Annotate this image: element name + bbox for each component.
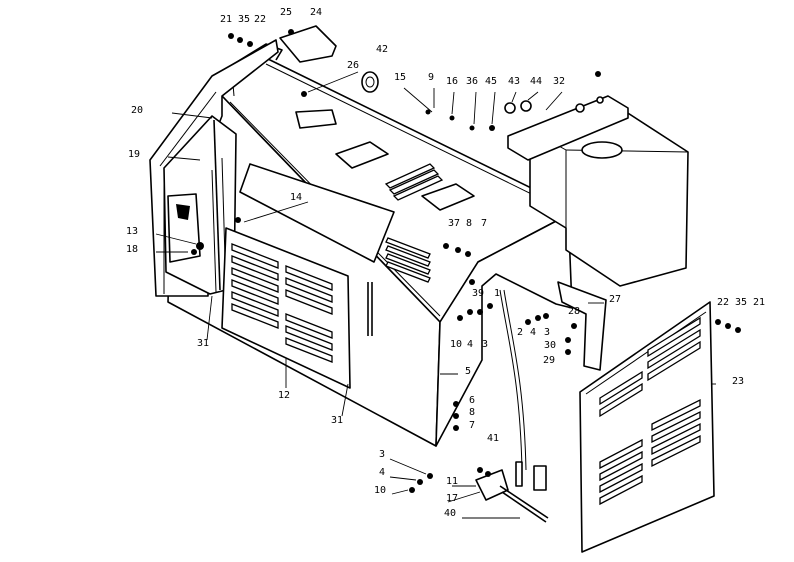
part-label-p14: 14 bbox=[290, 192, 302, 203]
part-label-p5: 5 bbox=[465, 366, 471, 377]
side-panel-louvers-top bbox=[599, 316, 701, 418]
part-label-p28: 28 bbox=[568, 306, 580, 317]
front-window bbox=[239, 163, 395, 263]
fuel-tank bbox=[507, 95, 689, 287]
latch-assembly bbox=[475, 461, 549, 523]
part-label-p9a: 9 bbox=[428, 72, 434, 83]
latch-bracket bbox=[475, 469, 509, 501]
part-label-p4c: 4 bbox=[379, 467, 385, 478]
door-louvers-left bbox=[231, 243, 279, 329]
part-label-p41: 41 bbox=[487, 433, 499, 444]
left-panel-vent bbox=[167, 193, 201, 263]
front-louvered-door bbox=[221, 227, 351, 389]
part-label-p8b: 8 bbox=[469, 407, 475, 418]
top-opening-right bbox=[421, 183, 475, 211]
tank-bracket bbox=[507, 95, 629, 161]
part-label-p3a: 3 bbox=[544, 327, 550, 338]
part-label-p25: 25 bbox=[280, 7, 292, 18]
cover-plate-24 bbox=[279, 25, 337, 63]
part-label-p35b: 35 bbox=[735, 297, 747, 308]
tank-body bbox=[529, 107, 689, 287]
latch-rod bbox=[499, 485, 549, 519]
part-label-p15: 15 bbox=[394, 72, 406, 83]
part-label-p27: 27 bbox=[609, 294, 621, 305]
part-label-p21b: 21 bbox=[753, 297, 765, 308]
part-label-p21a: 21 bbox=[220, 14, 232, 25]
part-label-p31a: 31 bbox=[197, 338, 209, 349]
grommet-42 bbox=[361, 71, 379, 93]
part-label-p18: 18 bbox=[126, 244, 138, 255]
front-small-louvers bbox=[385, 237, 431, 283]
part-label-p3b: 3 bbox=[482, 339, 488, 350]
part-label-p37: 37 bbox=[448, 218, 460, 229]
hardware bbox=[191, 29, 741, 493]
part-label-p24: 24 bbox=[310, 7, 322, 18]
side-panel-23 bbox=[579, 301, 715, 553]
part-label-p10a: 10 bbox=[450, 339, 462, 350]
part-label-p35a: 35 bbox=[238, 14, 250, 25]
tank-cap bbox=[581, 141, 623, 159]
part-label-p43: 43 bbox=[508, 76, 520, 87]
part-label-p3c: 3 bbox=[379, 449, 385, 460]
top-louvers bbox=[384, 163, 444, 201]
part-label-p30: 30 bbox=[544, 340, 556, 351]
part-label-p19: 19 bbox=[128, 149, 140, 160]
part-label-p1: 1 bbox=[494, 288, 500, 299]
part-label-p23: 23 bbox=[732, 376, 744, 387]
side-panel-louvers-bottom bbox=[599, 398, 701, 506]
part-label-p7a: 7 bbox=[481, 218, 487, 229]
part-label-p39: 39 bbox=[472, 288, 484, 299]
part-label-p32: 32 bbox=[553, 76, 565, 87]
part-label-p11: 11 bbox=[446, 476, 458, 487]
part-label-p13: 13 bbox=[126, 226, 138, 237]
part-label-p42: 42 bbox=[376, 44, 388, 55]
part-label-p10b: 10 bbox=[374, 485, 386, 496]
part-label-p4b: 4 bbox=[467, 339, 473, 350]
part-label-p40: 40 bbox=[444, 508, 456, 519]
part-label-p36: 36 bbox=[466, 76, 478, 87]
part-label-p12: 12 bbox=[278, 390, 290, 401]
top-opening-center bbox=[335, 141, 389, 169]
part-label-p2: 2 bbox=[517, 327, 523, 338]
part-label-p6: 6 bbox=[469, 395, 475, 406]
part-label-p16: 16 bbox=[446, 76, 458, 87]
part-label-p8a: 8 bbox=[466, 218, 472, 229]
part-label-p22a: 22 bbox=[254, 14, 266, 25]
part-label-p22b: 22 bbox=[717, 297, 729, 308]
part-label-p29: 29 bbox=[543, 355, 555, 366]
part-label-p44: 44 bbox=[530, 76, 542, 87]
leader-lines bbox=[155, 71, 716, 519]
part-label-p31b: 31 bbox=[331, 415, 343, 426]
part-label-p7b: 7 bbox=[469, 420, 475, 431]
part-label-p17: 17 bbox=[446, 493, 458, 504]
door-louvers-right bbox=[285, 265, 333, 363]
part-label-p26: 26 bbox=[347, 60, 359, 71]
part-label-p4a: 4 bbox=[530, 327, 536, 338]
top-opening-left bbox=[295, 109, 337, 129]
left-end-panel bbox=[149, 39, 279, 297]
part-label-p45: 45 bbox=[485, 76, 497, 87]
side-bracket bbox=[557, 281, 607, 371]
part-label-p20: 20 bbox=[131, 105, 143, 116]
right-side-panel bbox=[579, 301, 715, 553]
